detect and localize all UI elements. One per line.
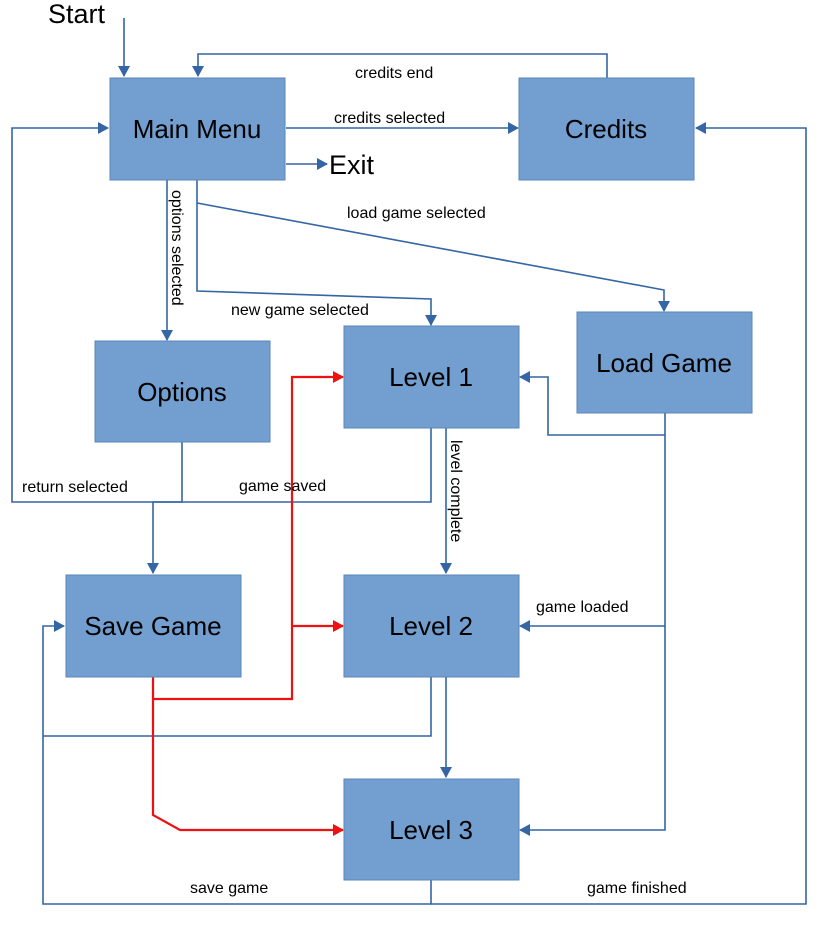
- start-label: Start: [48, 0, 106, 29]
- label-game-loaded: game loaded: [536, 599, 629, 616]
- label-save-game: save game: [190, 880, 268, 897]
- node-level-3: Level 3: [343, 778, 520, 881]
- save-game-edge: [42, 620, 432, 905]
- node-level-1: Level 1: [343, 325, 520, 429]
- level2-save-edge: [43, 677, 432, 737]
- game-finished-edge: [431, 122, 807, 905]
- node-level-1-label: Level 1: [389, 362, 473, 392]
- label-return-selected: return selected: [22, 479, 128, 496]
- label-credits-selected: credits selected: [334, 110, 445, 127]
- node-credits: Credits: [518, 77, 695, 181]
- game-loaded-to-level1: [519, 371, 665, 436]
- label-level-complete: level complete: [447, 440, 464, 542]
- load-game-selected-edge: [196, 202, 670, 312]
- node-level-2-label: Level 2: [389, 611, 473, 641]
- node-save-game: Save Game: [65, 574, 242, 678]
- label-options-selected: options selected: [168, 190, 185, 306]
- node-options-label: Options: [137, 377, 227, 407]
- label-game-saved: game saved: [239, 478, 326, 495]
- game-loaded-trunk: [519, 413, 666, 836]
- node-load-game: Load Game: [576, 311, 753, 414]
- label-new-game-selected: new game selected: [231, 302, 369, 319]
- label-credits-end: credits end: [355, 65, 433, 82]
- label-game-finished: game finished: [587, 880, 687, 897]
- node-level-2: Level 2: [343, 574, 520, 678]
- exit-label: Exit: [329, 150, 375, 180]
- node-level-3-label: Level 3: [389, 815, 473, 845]
- node-options: Options: [94, 340, 271, 443]
- node-load-game-label: Load Game: [596, 348, 732, 378]
- node-main-menu: Main Menu: [109, 77, 286, 181]
- node-credits-label: Credits: [565, 114, 647, 144]
- label-load-game-selected: load game selected: [347, 205, 486, 222]
- node-main-menu-label: Main Menu: [133, 114, 262, 144]
- credits-end-edge: [192, 53, 608, 78]
- node-save-game-label: Save Game: [84, 611, 221, 641]
- save-to-level1-edge: [151, 371, 344, 701]
- new-game-selected-edge: [196, 180, 437, 326]
- return-selected-edge: [11, 122, 183, 503]
- save-to-level3-edge: [151, 699, 344, 836]
